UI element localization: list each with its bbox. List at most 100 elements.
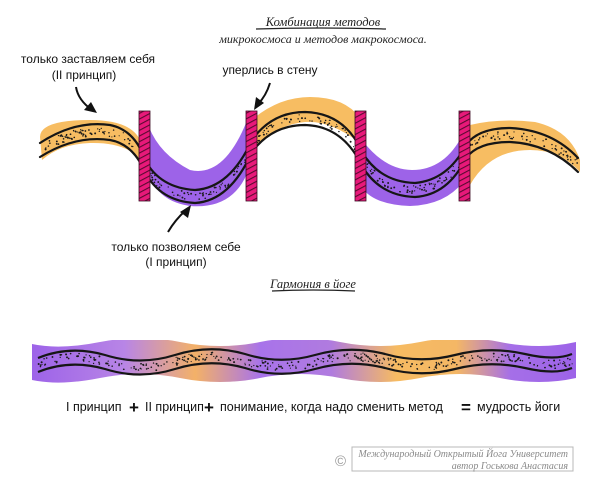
stipple-dot (198, 355, 201, 358)
stipple-dot (65, 136, 67, 139)
stipple-dot (267, 130, 269, 133)
stipple-dot (259, 364, 262, 367)
stipple-dot (107, 360, 109, 362)
stipple-dot (65, 134, 68, 137)
stipple-dot (485, 135, 487, 137)
stipple-dot (476, 141, 479, 144)
stipple-dot (392, 359, 395, 361)
stipple-dot (150, 366, 153, 369)
stipple-dot (388, 363, 391, 366)
stipple-dot (328, 354, 330, 356)
stipple-dot (566, 154, 569, 157)
stipple-dot (127, 138, 130, 140)
stipple-dot (345, 135, 347, 138)
stipple-dot (523, 132, 525, 135)
stipple-dot (501, 353, 503, 356)
stipple-dot (424, 188, 426, 191)
stipple-dot (342, 127, 345, 130)
stipple-dot (188, 353, 190, 355)
stipple-dot (428, 366, 431, 369)
harmony-wave (32, 338, 576, 383)
stipple-dot (154, 178, 157, 181)
stipple-dot (275, 367, 278, 370)
formula: I принцип + II принцип + понимание, когд… (66, 398, 560, 417)
stipple-dot (244, 364, 246, 366)
stipple-dot (102, 131, 105, 134)
stipple-dot (215, 186, 217, 189)
stipple-dot (569, 156, 572, 158)
stipple-dot (224, 186, 227, 188)
stipple-dot (452, 361, 454, 363)
stipple-dot (218, 185, 220, 187)
stipple-dot (521, 360, 524, 362)
stipple-dot (485, 359, 488, 362)
stipple-dot (571, 162, 574, 165)
stipple-dot (118, 135, 120, 137)
stipple-dot (506, 131, 508, 134)
stipple-dot (424, 183, 427, 186)
stipple-dot (555, 145, 557, 147)
stipple-dot (69, 137, 71, 140)
stipple-dot (265, 133, 268, 135)
stipple-dot (347, 357, 349, 359)
arrow-wall-head (254, 97, 264, 110)
stipple-dot (98, 130, 100, 133)
stipple-dot (507, 356, 510, 358)
stipple-dot (97, 128, 99, 130)
stipple-dot (151, 179, 154, 181)
stipple-dot (326, 124, 329, 126)
stipple-dot (150, 175, 152, 177)
stipple-dot (571, 363, 573, 365)
formula-plus-1: + (129, 398, 139, 417)
stipple-dot (311, 120, 313, 122)
stipple-dot (373, 169, 375, 172)
stipple-dot (554, 147, 557, 150)
stipple-dot (264, 360, 267, 363)
stipple-dot (67, 357, 70, 360)
stipple-dot (111, 136, 113, 138)
stipple-dot (85, 354, 87, 356)
stipple-dot (419, 184, 422, 187)
stipple-dot (529, 140, 531, 143)
stipple-dot (567, 158, 569, 161)
stipple-dot (269, 124, 271, 127)
stipple-dot (488, 358, 490, 361)
stipple-dot (157, 181, 160, 183)
stipple-dot (55, 361, 58, 364)
stipple-dot (108, 364, 110, 367)
stipple-dot (84, 357, 86, 359)
stipple-dot (306, 364, 309, 366)
stipple-dot (477, 138, 480, 141)
stipple-dot (55, 142, 58, 145)
stipple-dot (84, 134, 87, 136)
stipple-dot (291, 364, 294, 367)
stipple-dot (451, 169, 454, 172)
stipple-dot (522, 138, 524, 140)
stipple-dot (80, 132, 83, 135)
stipple-dot (474, 140, 476, 142)
stipple-dot (173, 194, 175, 196)
stipple-dot (295, 365, 297, 367)
stipple-dot (62, 138, 65, 140)
stipple-dot (403, 185, 405, 187)
stipple-dot (433, 187, 436, 190)
stipple-dot (336, 357, 339, 360)
stipple-dot (367, 162, 369, 165)
stipple-dot (84, 130, 87, 132)
stipple-dot (211, 354, 213, 356)
stipple-dot (232, 357, 235, 360)
stipple-dot (498, 356, 500, 358)
stipple-dot (67, 136, 69, 139)
stipple-dot (278, 364, 280, 366)
stipple-dot (460, 355, 462, 358)
stipple-dot (51, 356, 54, 358)
stipple-dot (520, 135, 523, 138)
stipple-dot (181, 358, 184, 361)
stipple-dot (176, 357, 179, 359)
stipple-dot (322, 360, 325, 363)
stipple-dot (253, 364, 255, 367)
stipple-dot (78, 352, 80, 355)
stipple-dot (190, 360, 192, 363)
stipple-dot (262, 362, 265, 364)
stipple-dot (395, 360, 397, 362)
